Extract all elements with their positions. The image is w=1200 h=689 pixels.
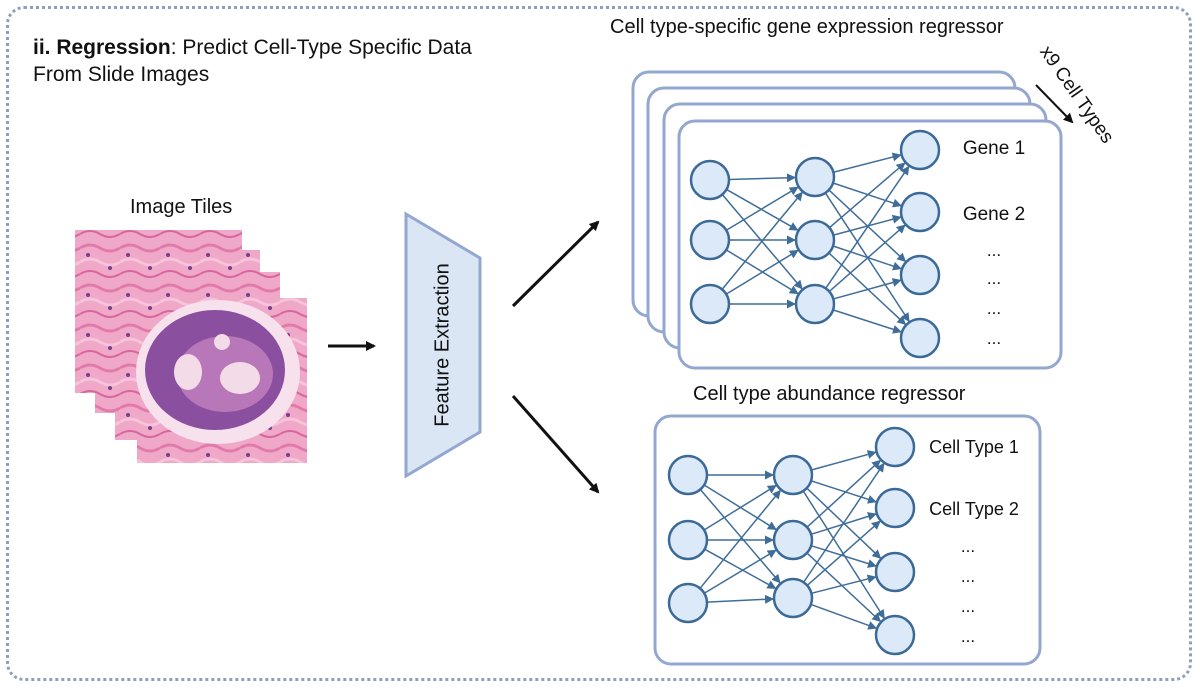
gene-regressor-box — [677, 119, 1063, 370]
abundance-output-label: Cell Type 1 — [929, 437, 1019, 457]
gene-output-label: ... — [987, 241, 1001, 260]
network-edge — [811, 574, 877, 595]
abundance-output-label: ... — [961, 567, 975, 586]
network-edge — [706, 594, 775, 604]
network-edge — [726, 188, 799, 231]
gene-output-labels: Gene 1 Gene 2 ... ... ... ... — [963, 138, 1025, 348]
network-node — [689, 283, 731, 325]
network-edge — [828, 224, 906, 293]
abundance-output-label: ... — [961, 597, 975, 616]
network-edge — [810, 544, 877, 568]
network-edge — [728, 173, 797, 183]
network-edge — [810, 480, 877, 504]
abundance-output-label: Cell Type 2 — [929, 499, 1019, 519]
network-edge — [725, 249, 799, 295]
network-node — [772, 577, 814, 619]
network-node — [874, 551, 916, 593]
network-edge — [832, 245, 902, 271]
network-edge — [832, 182, 902, 208]
network-edge — [699, 489, 781, 589]
arrow-to-gene-regressor — [511, 220, 600, 308]
network-edge — [832, 309, 902, 334]
network-edge — [810, 603, 878, 630]
gene-regressor-title: Cell type-specific gene expression regre… — [610, 16, 1004, 38]
feature-extractor-trapezoid — [404, 211, 482, 479]
stack-depth-arrow — [1035, 84, 1074, 124]
network-node — [772, 454, 814, 496]
network-edge — [833, 278, 902, 300]
network-edge — [721, 191, 803, 290]
gene-output-label: Gene 1 — [963, 138, 1025, 159]
title-line2: From Slide Images — [33, 63, 210, 86]
network-edge — [825, 165, 910, 289]
network-edge — [806, 552, 882, 623]
network-edge — [704, 548, 777, 589]
network-node — [667, 582, 709, 624]
gene-output-label: Gene 2 — [963, 204, 1025, 225]
title-prefix: ii. Regression — [33, 36, 171, 59]
gene-output-label: ... — [987, 329, 1001, 348]
network-node — [899, 254, 941, 296]
network-edge — [806, 520, 881, 586]
section-title: ii. Regression: Predict Cell-Type Specif… — [33, 34, 472, 88]
abundance-output-label: ... — [961, 627, 975, 646]
abundance-regressor-title: Cell type abundance regressor — [693, 383, 966, 405]
feature-extraction-label: Feature Extraction — [431, 263, 453, 426]
network-edge — [725, 186, 799, 231]
network-edge — [828, 162, 906, 229]
image-tiles-stack — [75, 230, 307, 463]
gland-structure — [136, 300, 300, 444]
network-node — [899, 129, 941, 171]
abundance-output-label: ... — [961, 537, 975, 556]
network-edge — [806, 459, 881, 528]
arrow-to-abundance-regressor — [511, 395, 600, 494]
gene-output-label: ... — [987, 299, 1001, 318]
network-edge — [703, 484, 777, 531]
network-node — [899, 317, 941, 359]
network-edge — [811, 450, 877, 471]
abundance-network — [667, 426, 916, 656]
outer-dotted-frame — [6, 6, 1192, 681]
network-node — [874, 487, 916, 529]
network-node — [667, 454, 709, 496]
network-node — [874, 426, 916, 468]
network-node — [689, 159, 731, 201]
network-node — [772, 519, 814, 561]
gene-network — [689, 129, 941, 359]
network-node — [667, 519, 709, 561]
network-node — [794, 219, 836, 261]
abundance-regressor-box — [653, 414, 1042, 666]
network-edge — [703, 549, 777, 594]
abundance-output-labels: Cell Type 1 Cell Type 2 ... ... ... ... — [929, 437, 1019, 646]
network-node — [874, 614, 916, 656]
network-node — [794, 156, 836, 198]
network-node — [794, 283, 836, 325]
network-edge — [803, 462, 885, 583]
gene-output-label: ... — [987, 269, 1001, 288]
title-rest: : Predict Cell-Type Specific Data — [170, 36, 472, 59]
network-node — [689, 219, 731, 261]
network-edge — [833, 214, 902, 236]
network-edge — [802, 490, 885, 619]
network-edge — [699, 488, 781, 584]
network-node — [899, 191, 941, 233]
network-edge — [833, 152, 902, 173]
image-tiles-label: Image Tiles — [130, 196, 233, 218]
